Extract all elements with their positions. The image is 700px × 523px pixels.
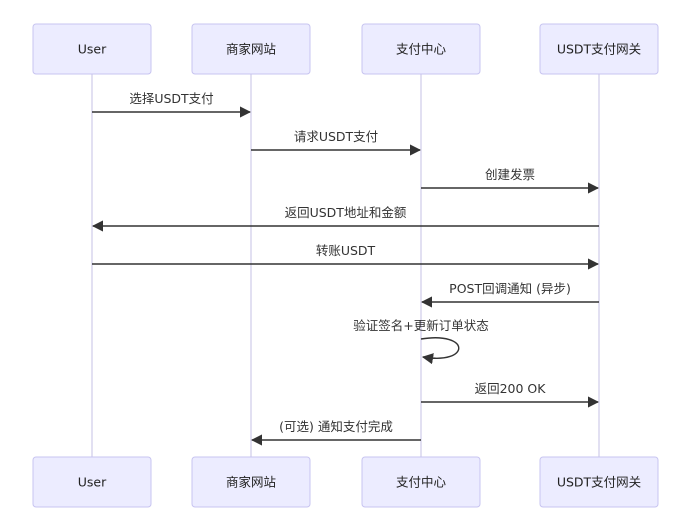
participant-bottom-payment-center: 支付中心 xyxy=(361,456,481,508)
message: 请求USDT支付 xyxy=(251,129,422,156)
participants-top: User 商家网站 支付中心 USDT支付网关 xyxy=(32,23,659,75)
message-label: 返回USDT地址和金额 xyxy=(285,205,407,220)
message-arrow-self xyxy=(420,337,460,365)
message: 选择USDT支付 xyxy=(92,91,252,118)
participant-bottom-merchant: 商家网站 xyxy=(191,456,311,508)
participant-box xyxy=(361,456,481,508)
message-label: 验证签名+更新订单状态 xyxy=(353,318,488,333)
participant-top-merchant: 商家网站 xyxy=(191,23,311,75)
message: POST回调通知 (异步) xyxy=(420,281,599,308)
message-label: 选择USDT支付 xyxy=(129,91,213,106)
message-label: 转账USDT xyxy=(316,243,376,258)
participant-box xyxy=(361,23,481,75)
message-label: 请求USDT支付 xyxy=(294,129,378,144)
participant-label: 支付中心 xyxy=(396,42,447,57)
message: 创建发票 xyxy=(421,167,600,194)
participant-label: 商家网站 xyxy=(226,42,276,57)
participant-top-user: User xyxy=(32,23,152,75)
message: 返回200 OK xyxy=(421,381,600,408)
message-label: POST回调通知 (异步) xyxy=(449,281,571,296)
message: 转账USDT xyxy=(92,243,600,270)
participant-bottom-usdt-gateway: USDT支付网关 xyxy=(539,456,659,508)
participant-box xyxy=(191,456,311,508)
participant-label: USDT支付网关 xyxy=(557,42,641,57)
participant-top-payment-center: 支付中心 xyxy=(361,23,481,75)
participant-bottom-user: User xyxy=(32,456,152,508)
participant-box xyxy=(32,456,152,508)
message-label: 创建发票 xyxy=(485,167,535,182)
participant-label: 支付中心 xyxy=(396,475,447,490)
participant-label: 商家网站 xyxy=(226,475,276,490)
message: 验证签名+更新订单状态 xyxy=(353,318,489,365)
participant-box xyxy=(32,23,152,75)
participant-box xyxy=(191,23,311,75)
participant-box xyxy=(539,23,659,75)
participant-label: User xyxy=(78,475,107,490)
participant-label: User xyxy=(78,42,107,57)
participant-label: USDT支付网关 xyxy=(557,475,641,490)
participant-box xyxy=(539,456,659,508)
message: 返回USDT地址和金额 xyxy=(91,205,599,232)
participants-bottom: User 商家网站 支付中心 USDT支付网关 xyxy=(32,456,659,508)
message-label: 返回200 OK xyxy=(475,381,547,396)
message-label: (可选) 通知支付完成 xyxy=(279,419,393,434)
message: (可选) 通知支付完成 xyxy=(250,419,421,446)
participant-top-usdt-gateway: USDT支付网关 xyxy=(539,23,659,75)
